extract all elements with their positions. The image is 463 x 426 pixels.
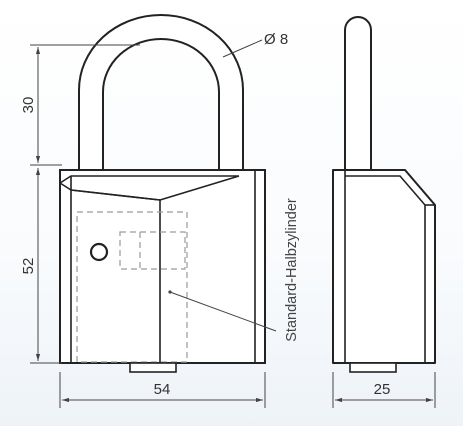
dim-body-width: 54 [154, 381, 171, 398]
front-view [59, 14, 277, 373]
cylinder-plate [70, 189, 161, 363]
cylinder-label: Standard-Halbzylinder [284, 198, 300, 342]
dim-body-height: 52 [20, 258, 37, 275]
cylinder-stub [129, 362, 177, 373]
shackle-side [344, 16, 372, 170]
body-side [332, 169, 436, 364]
side-view [332, 16, 436, 373]
dim-body-depth: 25 [374, 381, 391, 398]
keyhole [89, 242, 109, 262]
hidden-cylinder-lines [76, 211, 188, 363]
dimension-lines [30, 39, 436, 408]
lock-body [59, 169, 266, 364]
dim-shackle-height: 30 [20, 97, 37, 114]
dim-shackle-diameter: Ø 8 [264, 31, 288, 48]
shackle [78, 14, 244, 171]
